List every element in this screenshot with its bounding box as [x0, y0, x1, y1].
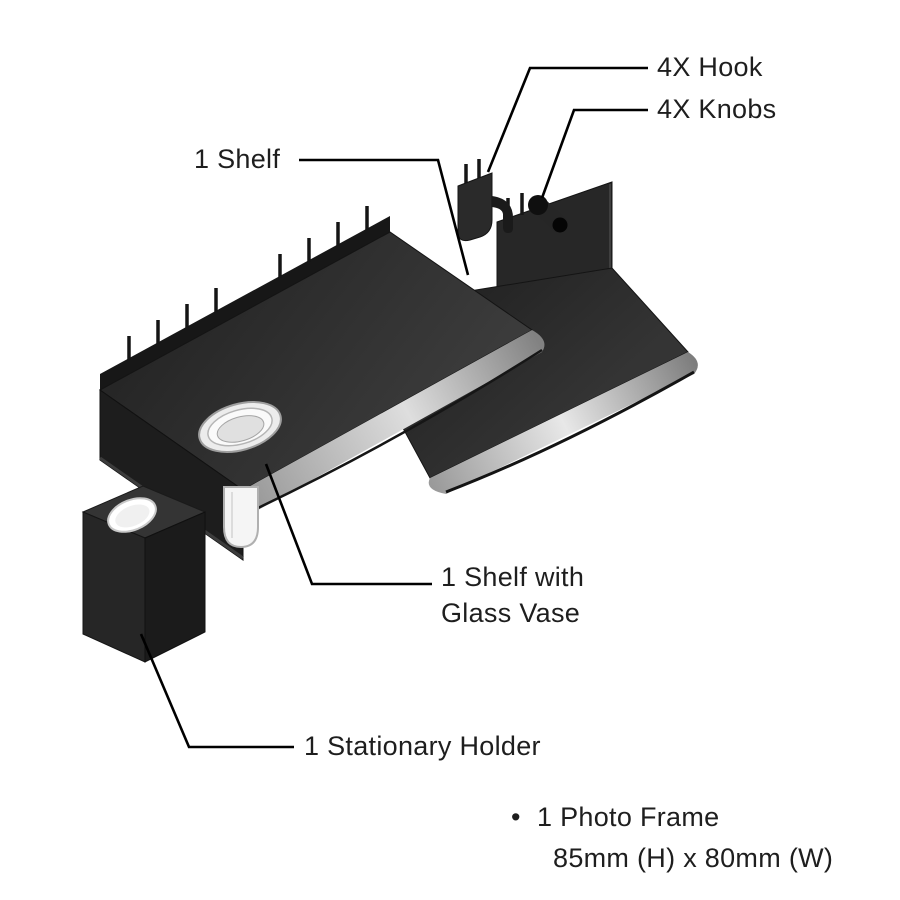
note-photo-frame-line2: 85mm (H) x 80mm (W) [553, 843, 834, 873]
bullet-icon: • [511, 802, 521, 832]
note-photo-frame-line1: 1 Photo Frame [537, 802, 720, 832]
leader-line-shelf-vase [264, 463, 432, 586]
shelf-pegs [127, 206, 369, 360]
label-knobs: 4X Knobs [657, 94, 777, 124]
label-shelf: 1 Shelf [194, 144, 281, 174]
stationary-holder-part [81, 485, 207, 663]
label-shelf-with-vase-line2: Glass Vase [441, 598, 581, 628]
shelf-side-wall [99, 389, 244, 561]
hook-arm [492, 196, 514, 233]
label-stationary-holder: 1 Stationary Holder [304, 731, 541, 761]
shelf-back-rail [100, 216, 390, 390]
shelf-lip-shadow-line [445, 370, 695, 494]
hook-plate [457, 172, 493, 242]
knob-part [528, 195, 568, 233]
shelf-front-lip [428, 352, 698, 494]
label-hook: 4X Hook [657, 52, 763, 82]
holder-left-face [82, 511, 146, 663]
note-photo-frame: • 1 Photo Frame 85mm (H) x 80mm (W) [511, 802, 833, 874]
label-shelf-with-vase: 1 Shelf with Glass Vase [441, 564, 584, 627]
leader-line-knobs [540, 108, 648, 199]
shelf-lip-shadow-line [257, 348, 543, 510]
shelf-front-lip [241, 330, 545, 510]
glass-vase-collar [198, 401, 282, 453]
leader-line-hook [486, 66, 648, 173]
glass-vase-body [223, 486, 259, 549]
holder-right-face [144, 511, 206, 663]
hook-part [457, 159, 514, 242]
shelf-with-vase-part [99, 206, 545, 561]
holder-opening [107, 497, 157, 533]
leader-line-shelf [299, 158, 470, 276]
leader-lines [139, 66, 648, 749]
label-shelf-with-vase-line1: 1 Shelf with [441, 562, 585, 592]
leader-line-holder [139, 633, 294, 749]
knob-head [528, 195, 548, 215]
knob-end [552, 217, 568, 233]
